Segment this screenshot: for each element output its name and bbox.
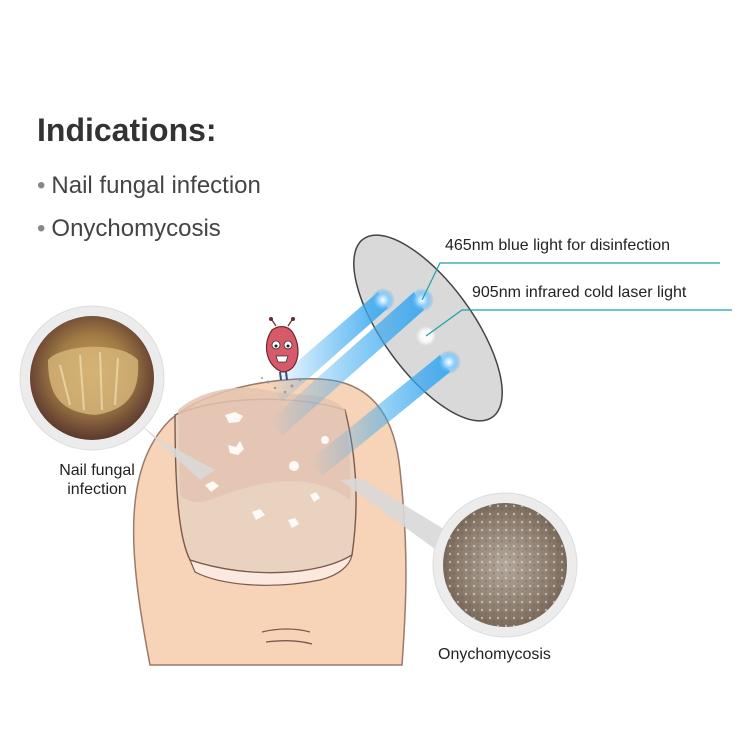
- indication-item-2-label: Onychomycosis: [51, 215, 221, 242]
- blue-led-1: [371, 288, 395, 312]
- blue-light-leader: [421, 262, 720, 301]
- onychomycosis-photo-texture: [443, 503, 567, 627]
- indication-item-1-label: Nail fungal infection: [51, 172, 261, 199]
- fungal-region: [178, 387, 351, 503]
- right-callout-label: Onychomycosis: [438, 646, 551, 663]
- indication-item-1: •Nail fungal infection: [37, 172, 261, 199]
- fungal-spots: [205, 412, 329, 528]
- page-title: Indications:: [37, 112, 217, 148]
- left-callout-label-line2: infection: [67, 481, 127, 498]
- toe-crease: [261, 628, 313, 645]
- fungus-character-icon: [261, 317, 302, 394]
- blue-light-label: 465nm blue light for disinfection: [445, 237, 671, 254]
- indication-item-2: •Onychomycosis: [37, 215, 221, 242]
- infrared-label: 905nm infrared cold laser light: [472, 284, 687, 301]
- light-beams: [270, 292, 450, 476]
- infrared-leader: [425, 309, 732, 337]
- nail-fungal-photo-streaks: [59, 351, 119, 411]
- left-callout-label-line1: Nail fungal: [59, 462, 135, 479]
- left-callout-pointer: [135, 420, 215, 480]
- blue-led-3: [437, 350, 461, 374]
- nail-free-edge: [188, 553, 353, 586]
